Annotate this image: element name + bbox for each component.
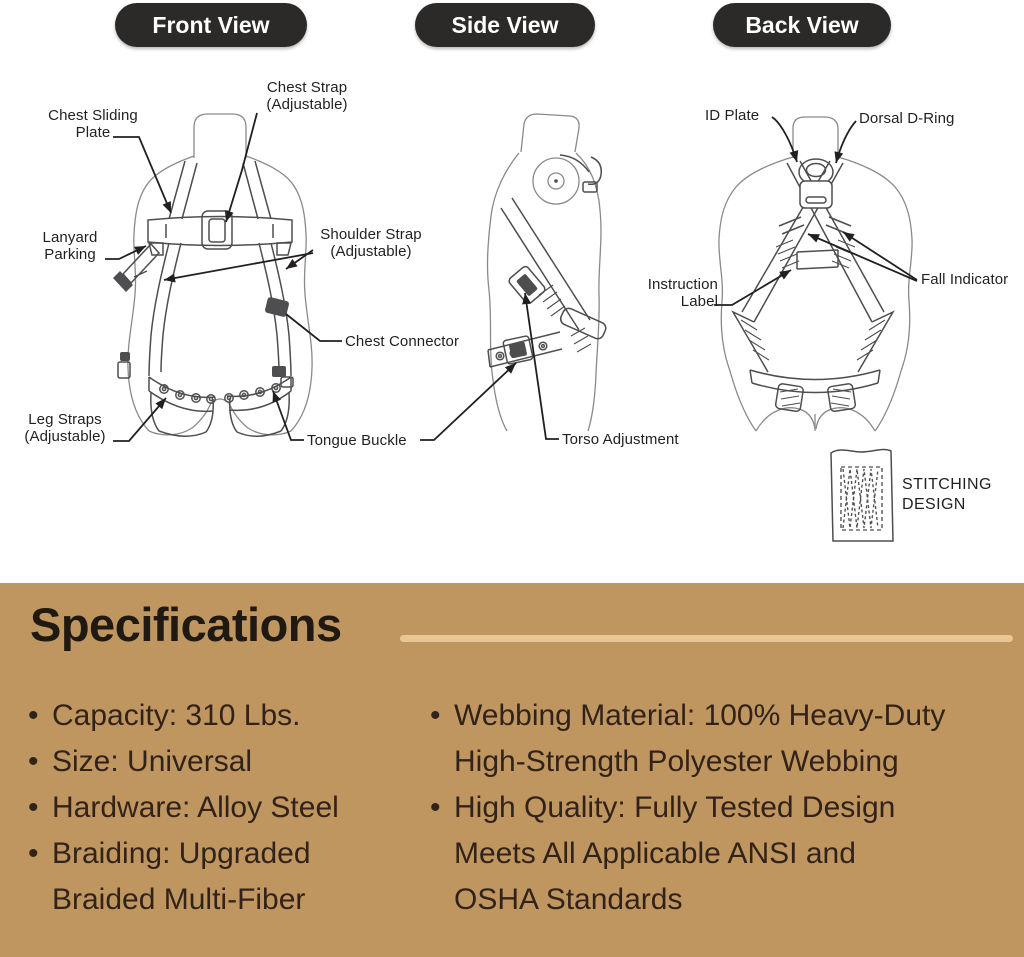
front-view-badge: Front View [115, 3, 307, 47]
spec-item-text: High Quality: Fully Tested Design Meets … [454, 791, 896, 916]
back-view-badge: Back View [713, 3, 891, 47]
label-instruction-label: Instruction Label [647, 276, 718, 310]
leader-tongue-buckle-front [272, 390, 304, 441]
leader-chest-connector [285, 313, 342, 342]
label-chest-connector: Chest Connector [345, 333, 460, 350]
back-view-figure [718, 116, 913, 432]
front-view-badge-label: Front View [152, 12, 270, 38]
bullet-icon: • [430, 791, 441, 824]
leader-leg-straps [113, 397, 167, 442]
harness-diagram-area: Front View Side View Back View Chest Sli… [24, 3, 1009, 542]
spec-item-text: Braiding: Upgraded Braided Multi-Fiber [52, 837, 311, 916]
side-view-badge-label: Side View [451, 12, 559, 38]
diagram-line-art [105, 112, 918, 542]
leader-chest-strap [224, 112, 258, 223]
label-dorsal-d-ring: Dorsal D-Ring [859, 110, 955, 127]
label-leg-straps: Leg Straps (Adjustable) [24, 411, 106, 445]
side-view-figure [486, 113, 607, 432]
side-view-badge: Side View [415, 3, 595, 47]
leader-lines [105, 112, 918, 442]
bullet-icon: • [430, 699, 441, 732]
label-shoulder-strap: Shoulder Strap (Adjustable) [320, 226, 422, 260]
leader-instruction-label [714, 269, 792, 306]
label-tongue-buckle: Tongue Buckle [307, 432, 407, 449]
back-view-badge-label: Back View [745, 12, 859, 38]
leader-id-plate [771, 116, 799, 163]
specifications-right-column: • Webbing Material: 100% Heavy-Duty High… [430, 693, 1016, 923]
leader-chest-sliding-plate [113, 136, 172, 214]
leader-dorsal-d-ring [834, 120, 857, 164]
label-stitching-design: STITCHING DESIGN [902, 476, 992, 513]
specifications-section: Specifications • Capacity: 310 Lbs. • Si… [0, 583, 1024, 957]
spec-item-text: Capacity: 310 Lbs. [52, 699, 301, 732]
leader-lanyard-parking [105, 245, 147, 260]
spec-item-webbing-material: • Webbing Material: 100% Heavy-Duty High… [430, 693, 1016, 785]
label-lanyard-parking: Lanyard Parking [42, 229, 98, 263]
leader-fall-indicator-right [842, 231, 918, 281]
bullet-icon: • [28, 837, 39, 870]
front-view-figure [113, 113, 313, 437]
leader-tongue-buckle-side [420, 362, 517, 441]
spec-item-hardware: • Hardware: Alloy Steel [28, 785, 408, 831]
label-id-plate: ID Plate [705, 107, 760, 124]
label-chest-sliding-plate: Chest Sliding Plate [48, 107, 138, 141]
spec-item-size: • Size: Universal [28, 739, 408, 785]
specifications-title: Specifications [30, 598, 342, 651]
spec-item-braiding: • Braiding: Upgraded Braided Multi-Fiber [28, 831, 408, 923]
leader-torso-adjustment [522, 292, 559, 440]
bullet-icon: • [28, 699, 39, 732]
stitching-swatch [830, 448, 894, 542]
spec-item-text: Hardware: Alloy Steel [52, 791, 339, 824]
leader-fall-indicator-left [807, 233, 918, 282]
spec-item-capacity: • Capacity: 310 Lbs. [28, 693, 408, 739]
spec-item-text: Webbing Material: 100% Heavy-Duty High-S… [454, 699, 946, 778]
label-fall-indicator: Fall Indicator [921, 271, 1009, 288]
label-chest-strap: Chest Strap (Adjustable) [266, 79, 348, 113]
spec-item-text: Size: Universal [52, 745, 253, 778]
specifications-divider-line [400, 635, 1013, 642]
specifications-left-column: • Capacity: 310 Lbs. • Size: Universal •… [28, 693, 408, 923]
bullet-icon: • [28, 745, 39, 778]
spec-item-high-quality: • High Quality: Fully Tested Design Meet… [430, 785, 1016, 923]
leader-shoulder-strap-left [163, 252, 314, 283]
bullet-icon: • [28, 791, 39, 824]
label-torso-adjustment: Torso Adjustment [562, 431, 679, 448]
